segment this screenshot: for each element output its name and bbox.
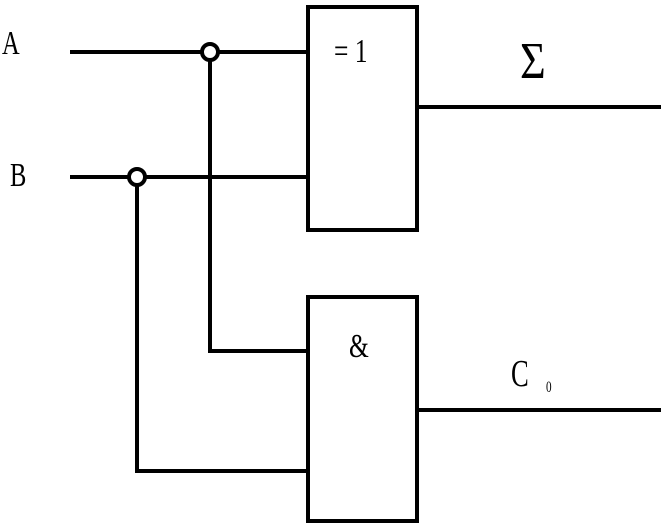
junction-a (200, 42, 220, 62)
input-b-label: B (10, 157, 26, 194)
junction-b (127, 167, 147, 187)
wire-b-branch-to-and (135, 183, 309, 473)
wire-a-branch-to-and (208, 58, 309, 353)
input-a-label: A (2, 25, 20, 62)
xor-gate-symbol: = 1 (334, 31, 368, 69)
xor-gate (306, 5, 419, 232)
sum-output-label: Σ (520, 33, 546, 90)
and-gate (306, 295, 419, 523)
and-gate-symbol: & (349, 326, 369, 364)
carry-output-subscript: 0 (546, 378, 552, 395)
carry-output-label: C (511, 354, 529, 396)
